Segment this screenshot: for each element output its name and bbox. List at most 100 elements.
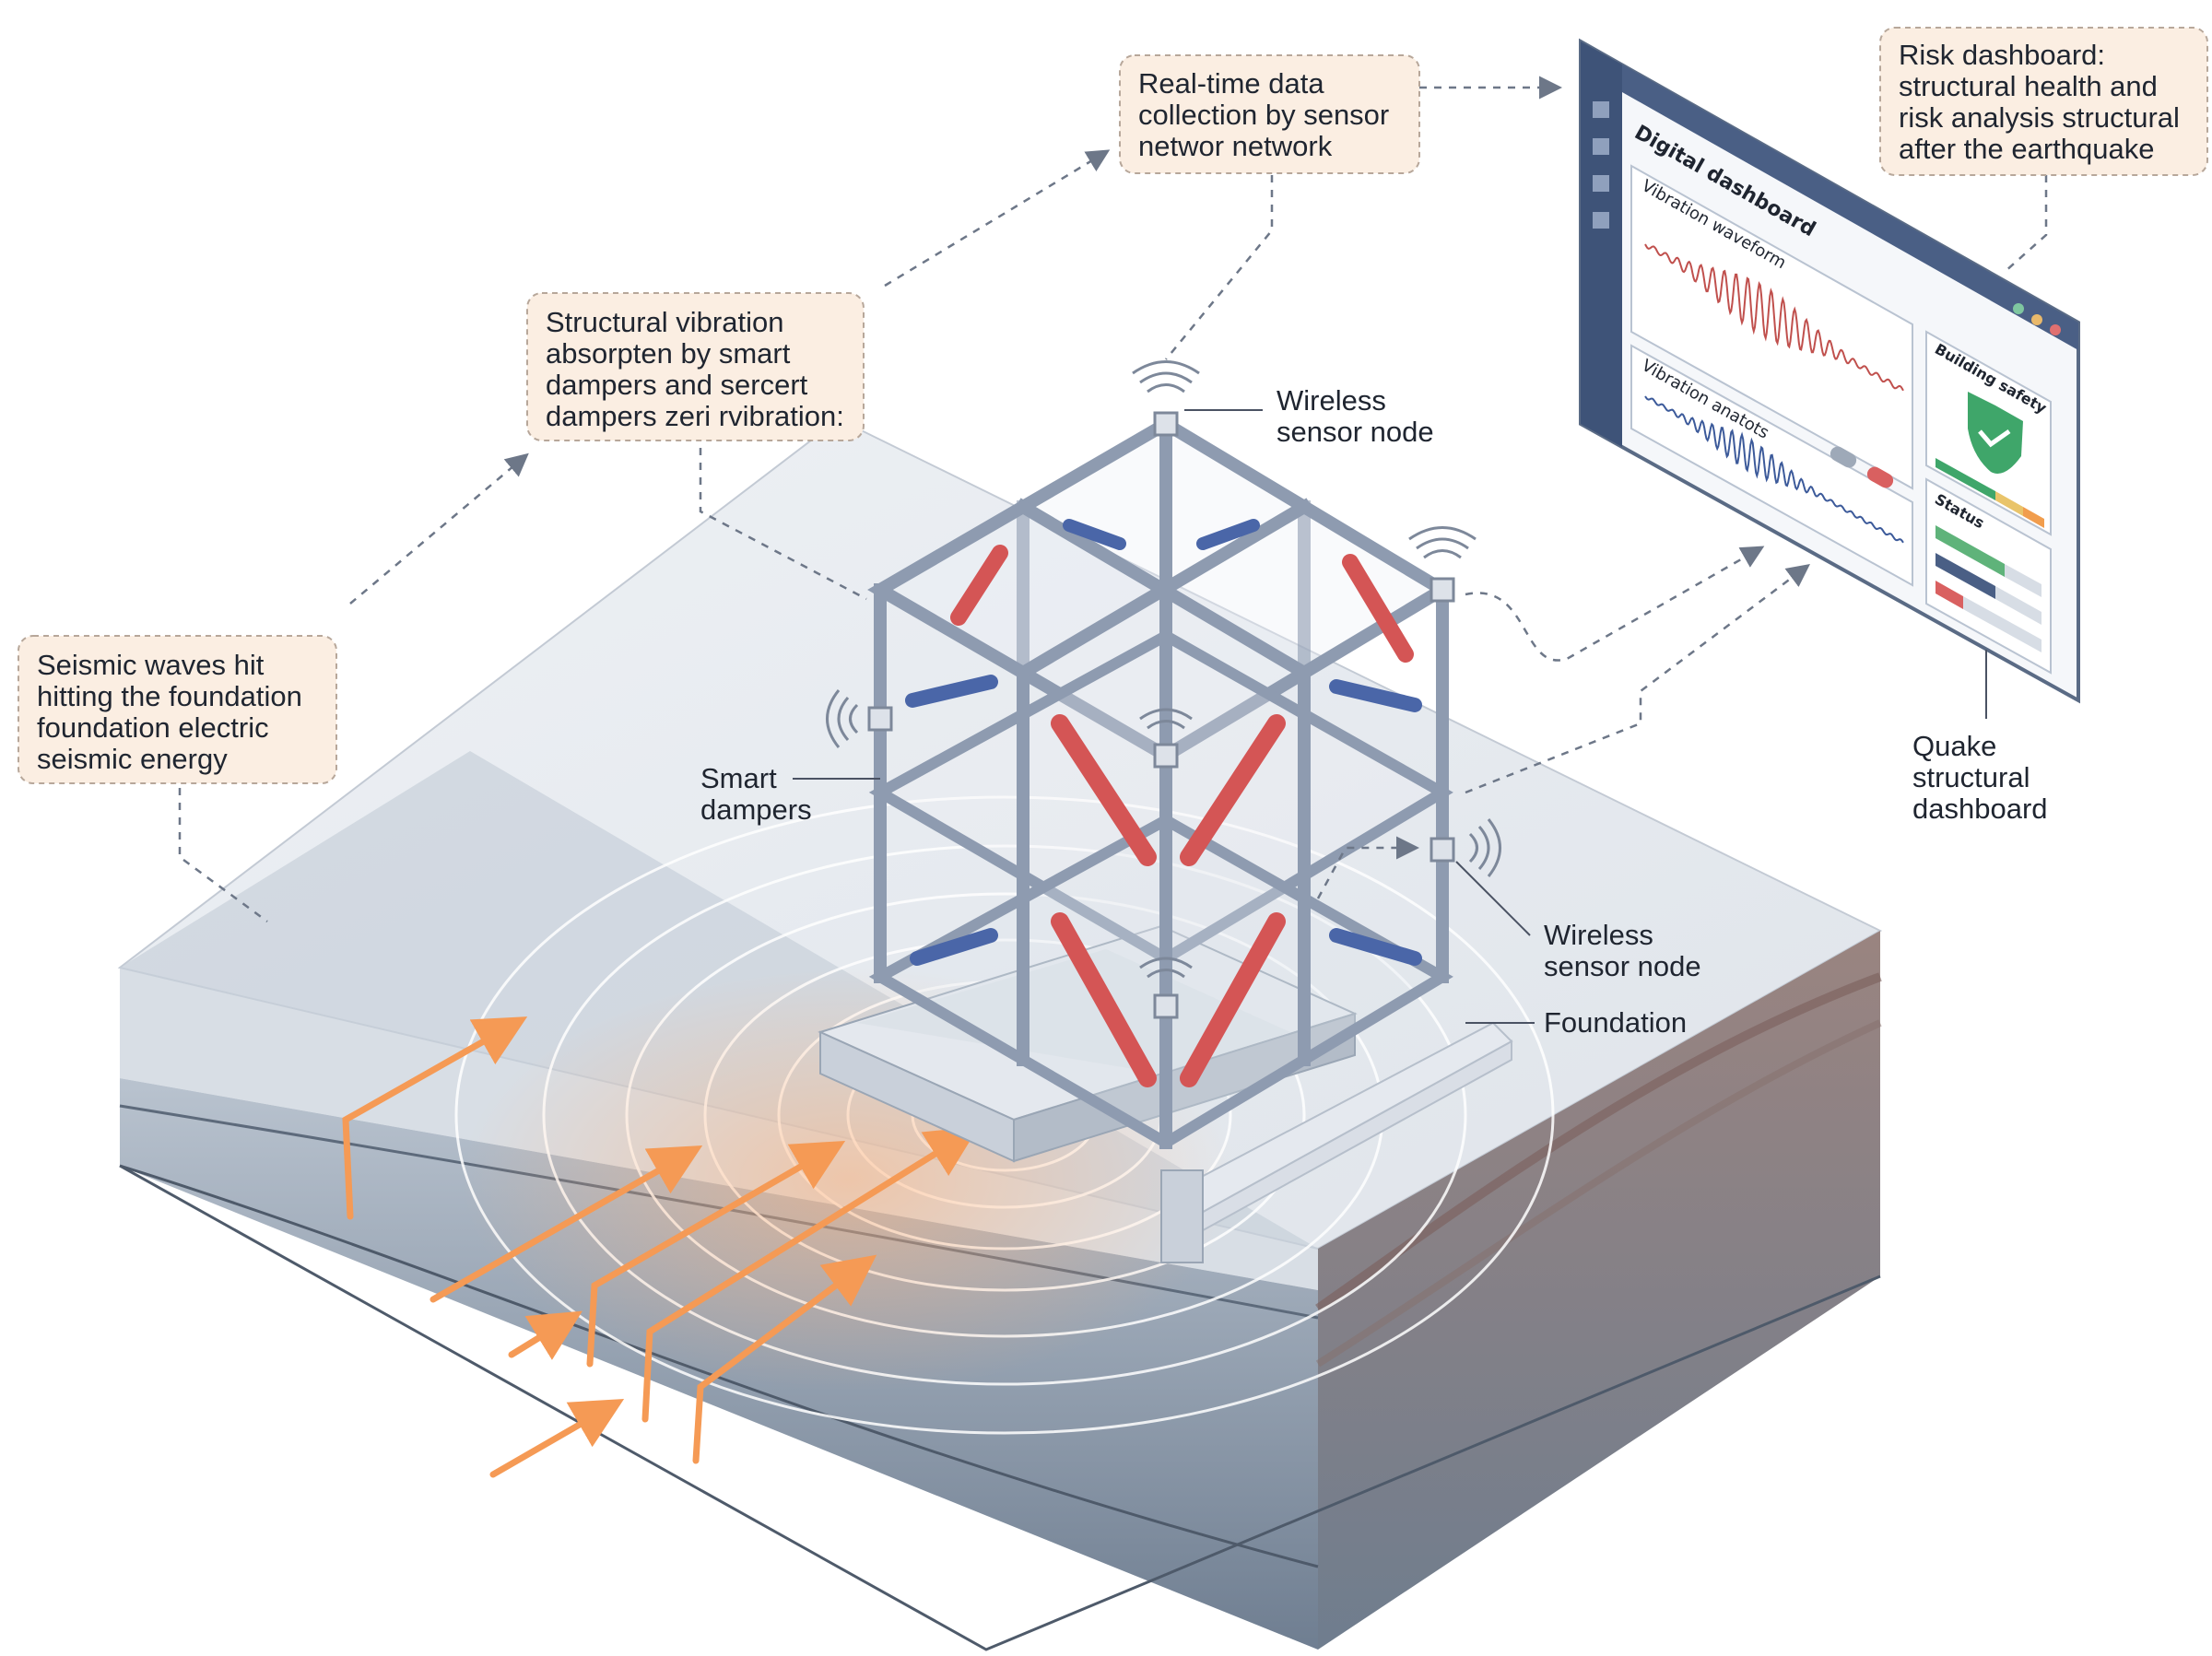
window-dot-icon (2050, 324, 2061, 335)
connector-mid-sensor-to-dashboard (1465, 564, 1810, 794)
block-bottom-edge (119, 1164, 1881, 1651)
status-bar-navy (1936, 553, 1995, 599)
damper-red (1342, 554, 1414, 663)
callout-line: hitting the foundation (37, 680, 302, 712)
damper-blue (1329, 928, 1422, 966)
wifi-signal-icon (826, 689, 859, 748)
sensor-node-low (1153, 993, 1179, 1019)
callout-seismic: Seismic waves hit hitting the foundation… (18, 635, 337, 784)
damper-blue (1329, 679, 1422, 712)
callout-line: risk analysis structural (1899, 101, 2180, 134)
label-sensor-top: Wireless sensor node (1277, 384, 1434, 448)
sensor-nodes (826, 360, 1501, 1019)
connector-seismic-to-vibration (349, 452, 529, 605)
vibration-analysis-line (1644, 395, 1904, 544)
leader-lines (793, 409, 1987, 1024)
sensor-node-left (867, 706, 893, 732)
label-line: structural (1912, 761, 2030, 793)
callout-realtime: Real-time data collection by sensor netw… (1119, 54, 1420, 174)
label-line: dashboard (1912, 793, 2048, 825)
safety-bar-yellow (1995, 491, 2023, 516)
callout-box (526, 292, 865, 441)
vibration-waveform-line (1644, 243, 1904, 392)
label-line: Wireless (1544, 919, 1653, 951)
label-line: dampers (700, 793, 812, 826)
foundation-pile (1160, 1169, 1204, 1263)
damper-blue (905, 675, 998, 708)
callout-box (18, 635, 337, 784)
safety-bar-green (1936, 458, 1995, 500)
foundation-side-right (1013, 1012, 1356, 1163)
label-line: sensor node (1277, 416, 1434, 448)
waveform-card (1630, 164, 1913, 490)
callout-line: structural health and (1899, 70, 2158, 102)
smart-dampers (905, 519, 1422, 1087)
digital-dashboard-panel: Digital dashboard Vibration waveform Vib… (1579, 38, 2080, 704)
callout-line: foundation electric (37, 711, 269, 744)
sensor-node-right (1430, 577, 1455, 603)
callout-line: dampers and sercert (546, 369, 808, 401)
seismic-arrow (342, 1016, 528, 1220)
label-line: sensor node (1544, 950, 1701, 982)
seismic-arrow (429, 1145, 703, 1303)
damper-blue (1063, 519, 1126, 550)
callout-line: absorpten by smart (546, 337, 791, 370)
steel-frame-building (867, 416, 1455, 1149)
callout-box (1119, 54, 1420, 174)
connector-vibration-to-realtime (884, 149, 1111, 288)
shield-check-icon (1968, 392, 2023, 474)
damper-red (1051, 912, 1157, 1087)
callout-vibration: Structural vibration absorpten by smart … (526, 292, 865, 441)
sidebar-icon (1593, 212, 1609, 229)
label-smart-dampers: Smart dampers (700, 762, 812, 826)
label-quake-dashboard: Quake structural dashboard (1912, 730, 2048, 825)
label-line: Quake (1912, 730, 1996, 762)
wifi-signal-icon (1132, 360, 1200, 393)
checkmark-icon (1978, 429, 2011, 448)
callout-line: seismic energy (37, 743, 228, 775)
sensor-node-mid (1430, 837, 1455, 863)
label-sensor-mid: Wireless sensor node (1544, 919, 1701, 982)
seismic-arrow (641, 1126, 979, 1423)
label-foundation: Foundation (1544, 1006, 1687, 1039)
callout-box (1879, 27, 2208, 176)
window-dot-icon (2013, 303, 2024, 314)
wifi-signal-icon (1139, 957, 1193, 979)
seismic-arrow (508, 1310, 582, 1360)
analysis-card (1630, 344, 1913, 587)
soil-right-face (1318, 931, 1880, 1650)
foundation-inner (857, 949, 1290, 1074)
seismic-arrow (489, 1399, 625, 1478)
wave-ring (454, 795, 1555, 1435)
dashboard-topbar (1622, 65, 2078, 350)
seismic-arrow (586, 1141, 846, 1368)
foundation (818, 924, 1513, 1263)
leader-sensor-mid (1455, 861, 1531, 936)
status-bar-track (1995, 586, 2041, 625)
status-bar-track (1963, 596, 2041, 652)
stratum-line-2 (1315, 1019, 1882, 1368)
status-bar-track (2005, 564, 2041, 597)
callout-line: after the earthquake (1899, 133, 2154, 165)
connector-risk (2004, 175, 2048, 273)
label-line: Smart (700, 762, 777, 794)
callout-line: Real-time data (1138, 67, 1324, 100)
damper-red (950, 545, 1008, 626)
connector-vibration (699, 433, 867, 601)
callout-line: Risk dashboard: (1899, 39, 2105, 71)
callout-line: networ network (1138, 130, 1333, 162)
wifi-signal-icon (1468, 818, 1501, 877)
window-dot-icon (2031, 314, 2042, 325)
callout-line: dampers zeri rvibration: (546, 400, 844, 432)
damper-blue (910, 928, 998, 966)
label-line: Wireless (1277, 384, 1386, 417)
damper-blue (1196, 519, 1260, 550)
wifi-signal-icon (1408, 526, 1477, 559)
status-bar-green (1936, 525, 2005, 577)
seismic-arrow (692, 1254, 877, 1464)
damper-red (1180, 714, 1286, 866)
callout-line: Structural vibration (546, 306, 783, 338)
connector-to-mid-sensor (1316, 836, 1419, 899)
sensor-node-top (1153, 411, 1179, 437)
